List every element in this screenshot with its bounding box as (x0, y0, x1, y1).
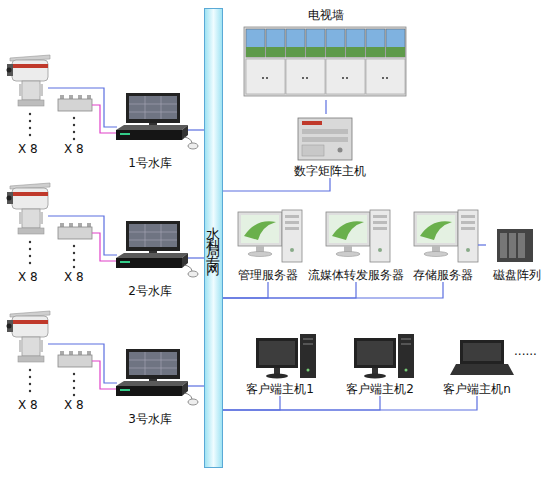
count-label: X 8 (64, 142, 84, 156)
client-host: 客户端主机1 (242, 332, 318, 396)
network-link (325, 100, 326, 114)
network-link (223, 282, 443, 298)
network-link (223, 178, 330, 191)
network-link (223, 396, 477, 410)
client-host: 客户端主机n (434, 332, 520, 396)
server: 管理服务器 (232, 208, 304, 282)
count-label: X 8 (18, 142, 38, 156)
node-label: 1号水库 (128, 156, 172, 170)
network-link (188, 129, 204, 130)
reservoir-dvr: 3号水库 (112, 346, 188, 426)
network-link (188, 385, 204, 386)
count-label: X 8 (64, 398, 84, 412)
node-label: 磁盘阵列 (493, 268, 541, 282)
client-host: 客户端主机2 (340, 332, 420, 396)
node-label: 管理服务器 (238, 268, 298, 282)
reservoir-dvr: 2号水库 (112, 218, 188, 298)
server-computer (238, 210, 302, 262)
disk-array-box (497, 229, 533, 262)
server-computer (326, 210, 390, 262)
node-label: 流媒体转发服务器 (308, 268, 404, 282)
count-label: X 8 (18, 270, 38, 284)
ellipsis-mark: ...... (514, 344, 537, 358)
node-label: 数字矩阵主机 (294, 164, 366, 178)
reservoir-equipment (7, 55, 199, 149)
count-label: X 8 (18, 398, 38, 412)
server: 存储服务器 (408, 208, 478, 282)
server: 流媒体转发服务器 (306, 208, 406, 282)
node-label: 电视墙 (308, 8, 344, 22)
node-label: 存储服务器 (413, 268, 473, 282)
node-label: 客户端主机2 (346, 382, 414, 396)
matrix-host: 数字矩阵主机 (280, 114, 380, 178)
reservoir-equipment (7, 183, 199, 277)
laptop (450, 340, 514, 375)
client-computer (354, 334, 414, 379)
tv-wall-screens (244, 27, 406, 96)
server-computer (414, 210, 478, 262)
matrix-host-chassis (298, 118, 352, 160)
reservoir-equipment (7, 311, 199, 405)
node-label: 2号水库 (128, 284, 172, 298)
client-computer (256, 334, 316, 379)
network-link (478, 244, 486, 245)
network-band: 水利局专网 (204, 8, 223, 468)
network-link (188, 257, 204, 258)
node-label: 客户端主机n (443, 382, 511, 396)
node-label: 水利局专网 (206, 216, 222, 261)
network-link (223, 282, 356, 298)
network-link (223, 396, 380, 410)
count-label: X 8 (64, 270, 84, 284)
node-label: 3号水库 (128, 412, 172, 426)
network-link (223, 282, 268, 298)
network-link (223, 396, 280, 410)
node-label: 客户端主机1 (246, 382, 314, 396)
tv-wall: 电视墙 (238, 8, 414, 100)
disk-array: 磁盘阵列 (486, 208, 548, 282)
reservoir-dvr: 1号水库 (112, 90, 188, 170)
